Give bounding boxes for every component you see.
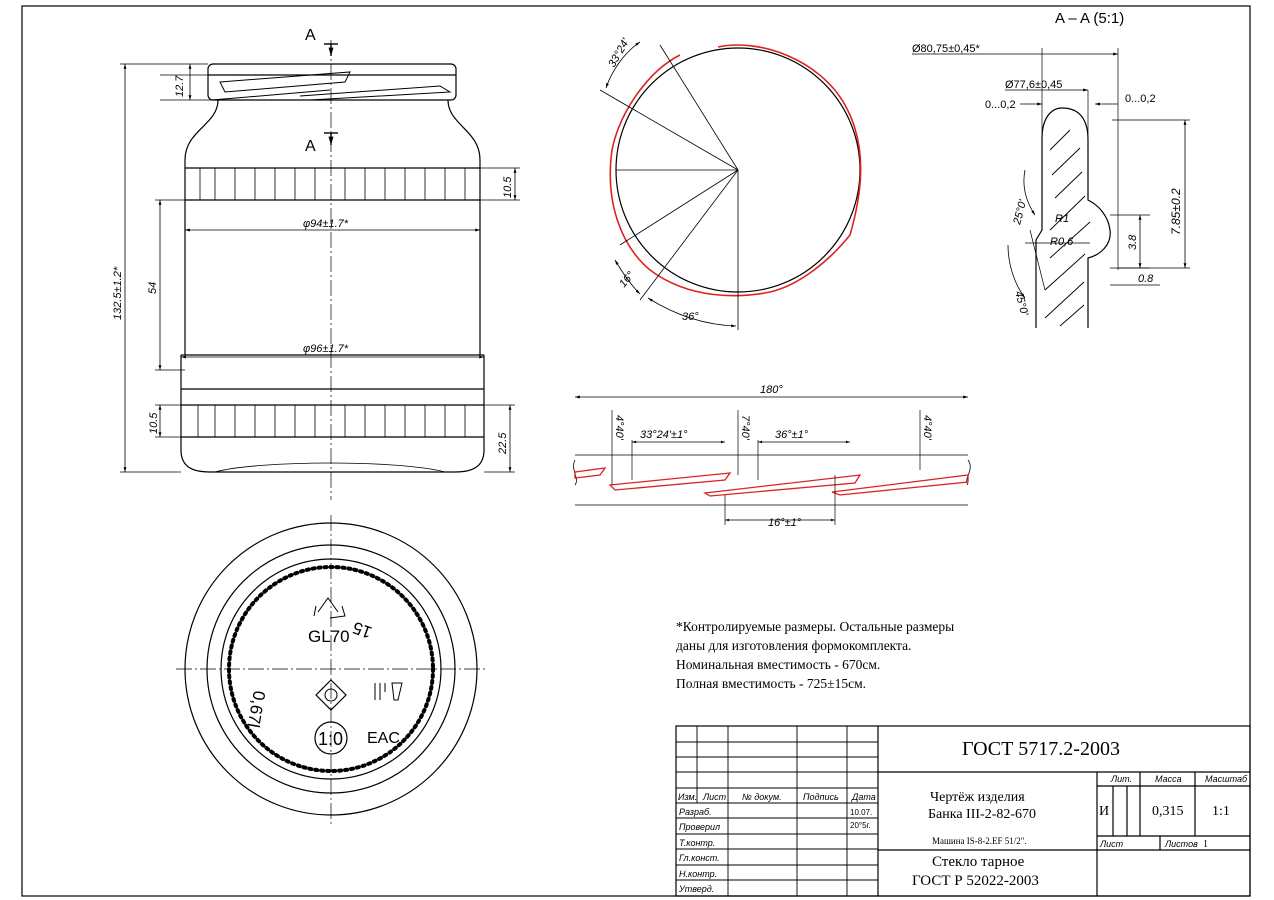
col-lit: Лит. (1110, 774, 1132, 784)
title-block (675, 725, 1251, 897)
standard-title: ГОСТ 5717.2-2003 (962, 738, 1120, 760)
thread-total-label: 180° (760, 384, 783, 396)
mass-value: 0,315 (1152, 804, 1184, 819)
dim-h-base: 22.5 (497, 432, 509, 455)
thread-a1-label: 4°40' (613, 415, 625, 441)
top-view (599, 41, 862, 330)
dim-h-finish: 7.85±0.2 (1169, 188, 1183, 235)
col-scale: Масштаб (1205, 774, 1248, 784)
note-line: Полная вместимость - 725±15см. (676, 676, 866, 691)
tol-right: 0...0,2 (1125, 93, 1156, 105)
col-mass: Масса (1155, 774, 1182, 784)
dim-d-base: φ96±1.7* (303, 343, 349, 355)
material-name: Стекло тарное (932, 854, 1025, 870)
angle-a-label: 33°24' (606, 36, 632, 70)
bottom-number: 15 (350, 618, 374, 642)
scale-value: 1:1 (1212, 804, 1230, 819)
drawing-title: Чертёж изделия (930, 790, 1025, 805)
row-label: Т.контр. (679, 838, 715, 848)
dim-w-lug: 0.8 (1138, 273, 1154, 285)
machine-text: Машина IS-8-2.EF 51/2". (932, 836, 1027, 846)
lit-value: И (1099, 804, 1109, 819)
row-label: Гл.конст. (679, 853, 720, 863)
bottom-cert: EAC (367, 730, 400, 747)
head-list: Лист (702, 792, 727, 802)
row-label: Разраб. (679, 807, 712, 817)
note-line: даны для изготовления формокомплекта. (676, 638, 912, 653)
material-standard: ГОСТ Р 52022-2003 (912, 873, 1039, 889)
dim-d-outer: Ø80,75±0,45* (912, 43, 981, 55)
row-date: 10.07. (850, 808, 872, 817)
section-view (912, 48, 1190, 328)
side-view (120, 40, 520, 500)
section-title: A – A (5:1) (1055, 10, 1124, 27)
dim-h-knurl-top: 10.5 (502, 176, 514, 198)
row-label: Утверд. (678, 884, 714, 894)
dim-h-lug: 3.8 (1127, 234, 1139, 250)
product-name: Банка III-2-82-670 (928, 807, 1036, 822)
title-block-head: Изм. Лист № докум. Подпись Дата (678, 792, 876, 802)
row-label: Н.контр. (679, 869, 717, 879)
thread-development (573, 395, 971, 525)
dim-h-total: 132.5±1.2* (112, 266, 124, 320)
sheets-label: Листов (1164, 839, 1198, 849)
dim-h-knurl-bottom: 10.5 (148, 412, 160, 434)
dim-d-inner: Ø77,6±0,45 (1005, 79, 1062, 91)
tol-left: 0...0,2 (985, 99, 1016, 111)
angle-b-label: 16° (617, 269, 637, 290)
title-block-rows: Разраб. Проверил Т.контр. Гл.конст. Н.ко… (678, 807, 872, 894)
bottom-mark: 1:0 (318, 729, 343, 749)
bottom-capacity: 0,67l (244, 689, 269, 729)
head-date: Дата (851, 792, 876, 802)
thread-seg1-label: 33°24'±1° (640, 429, 688, 441)
radius-2-label: R0,6 (1050, 236, 1074, 248)
note-line: Номинальная вместимость - 670см. (676, 657, 881, 672)
sheet-label: Лист (1099, 839, 1124, 849)
thread-seg3-label: 16°±1° (768, 517, 802, 529)
row-label: Проверил (679, 822, 720, 832)
head-doc: № докум. (742, 792, 782, 802)
sheet-frame (21, 5, 1251, 897)
angle-bottom-label: 45°0' (1012, 290, 1030, 318)
thread-seg2-label: 36°±1° (775, 429, 809, 441)
radius-1-label: R1 (1055, 213, 1069, 225)
thread-a2-label: 7°40' (739, 415, 751, 441)
dim-h-body: 54 (147, 282, 159, 294)
section-mark-bottom: A (305, 138, 316, 155)
bottom-view (176, 515, 486, 825)
bottom-closure: GL70 (308, 627, 350, 646)
row-date: 20°5г. (850, 821, 871, 830)
angle-top-label: 25°0' (1011, 198, 1030, 227)
notes-block: *Контролируемые размеры. Остальные разме… (676, 617, 954, 693)
note-line: *Контролируемые размеры. Остальные разме… (676, 619, 955, 634)
section-mark-top: A (305, 27, 316, 44)
dim-d-body: φ94±1.7* (303, 218, 349, 230)
angle-c-label: 36° (682, 311, 699, 323)
head-izm: Изм. (678, 792, 697, 802)
sheets-value: 1 (1203, 839, 1208, 850)
head-sign: Подпись (803, 792, 839, 802)
dim-h-neck: 12.7 (174, 75, 186, 97)
thread-a3-label: 4°40' (921, 415, 933, 441)
